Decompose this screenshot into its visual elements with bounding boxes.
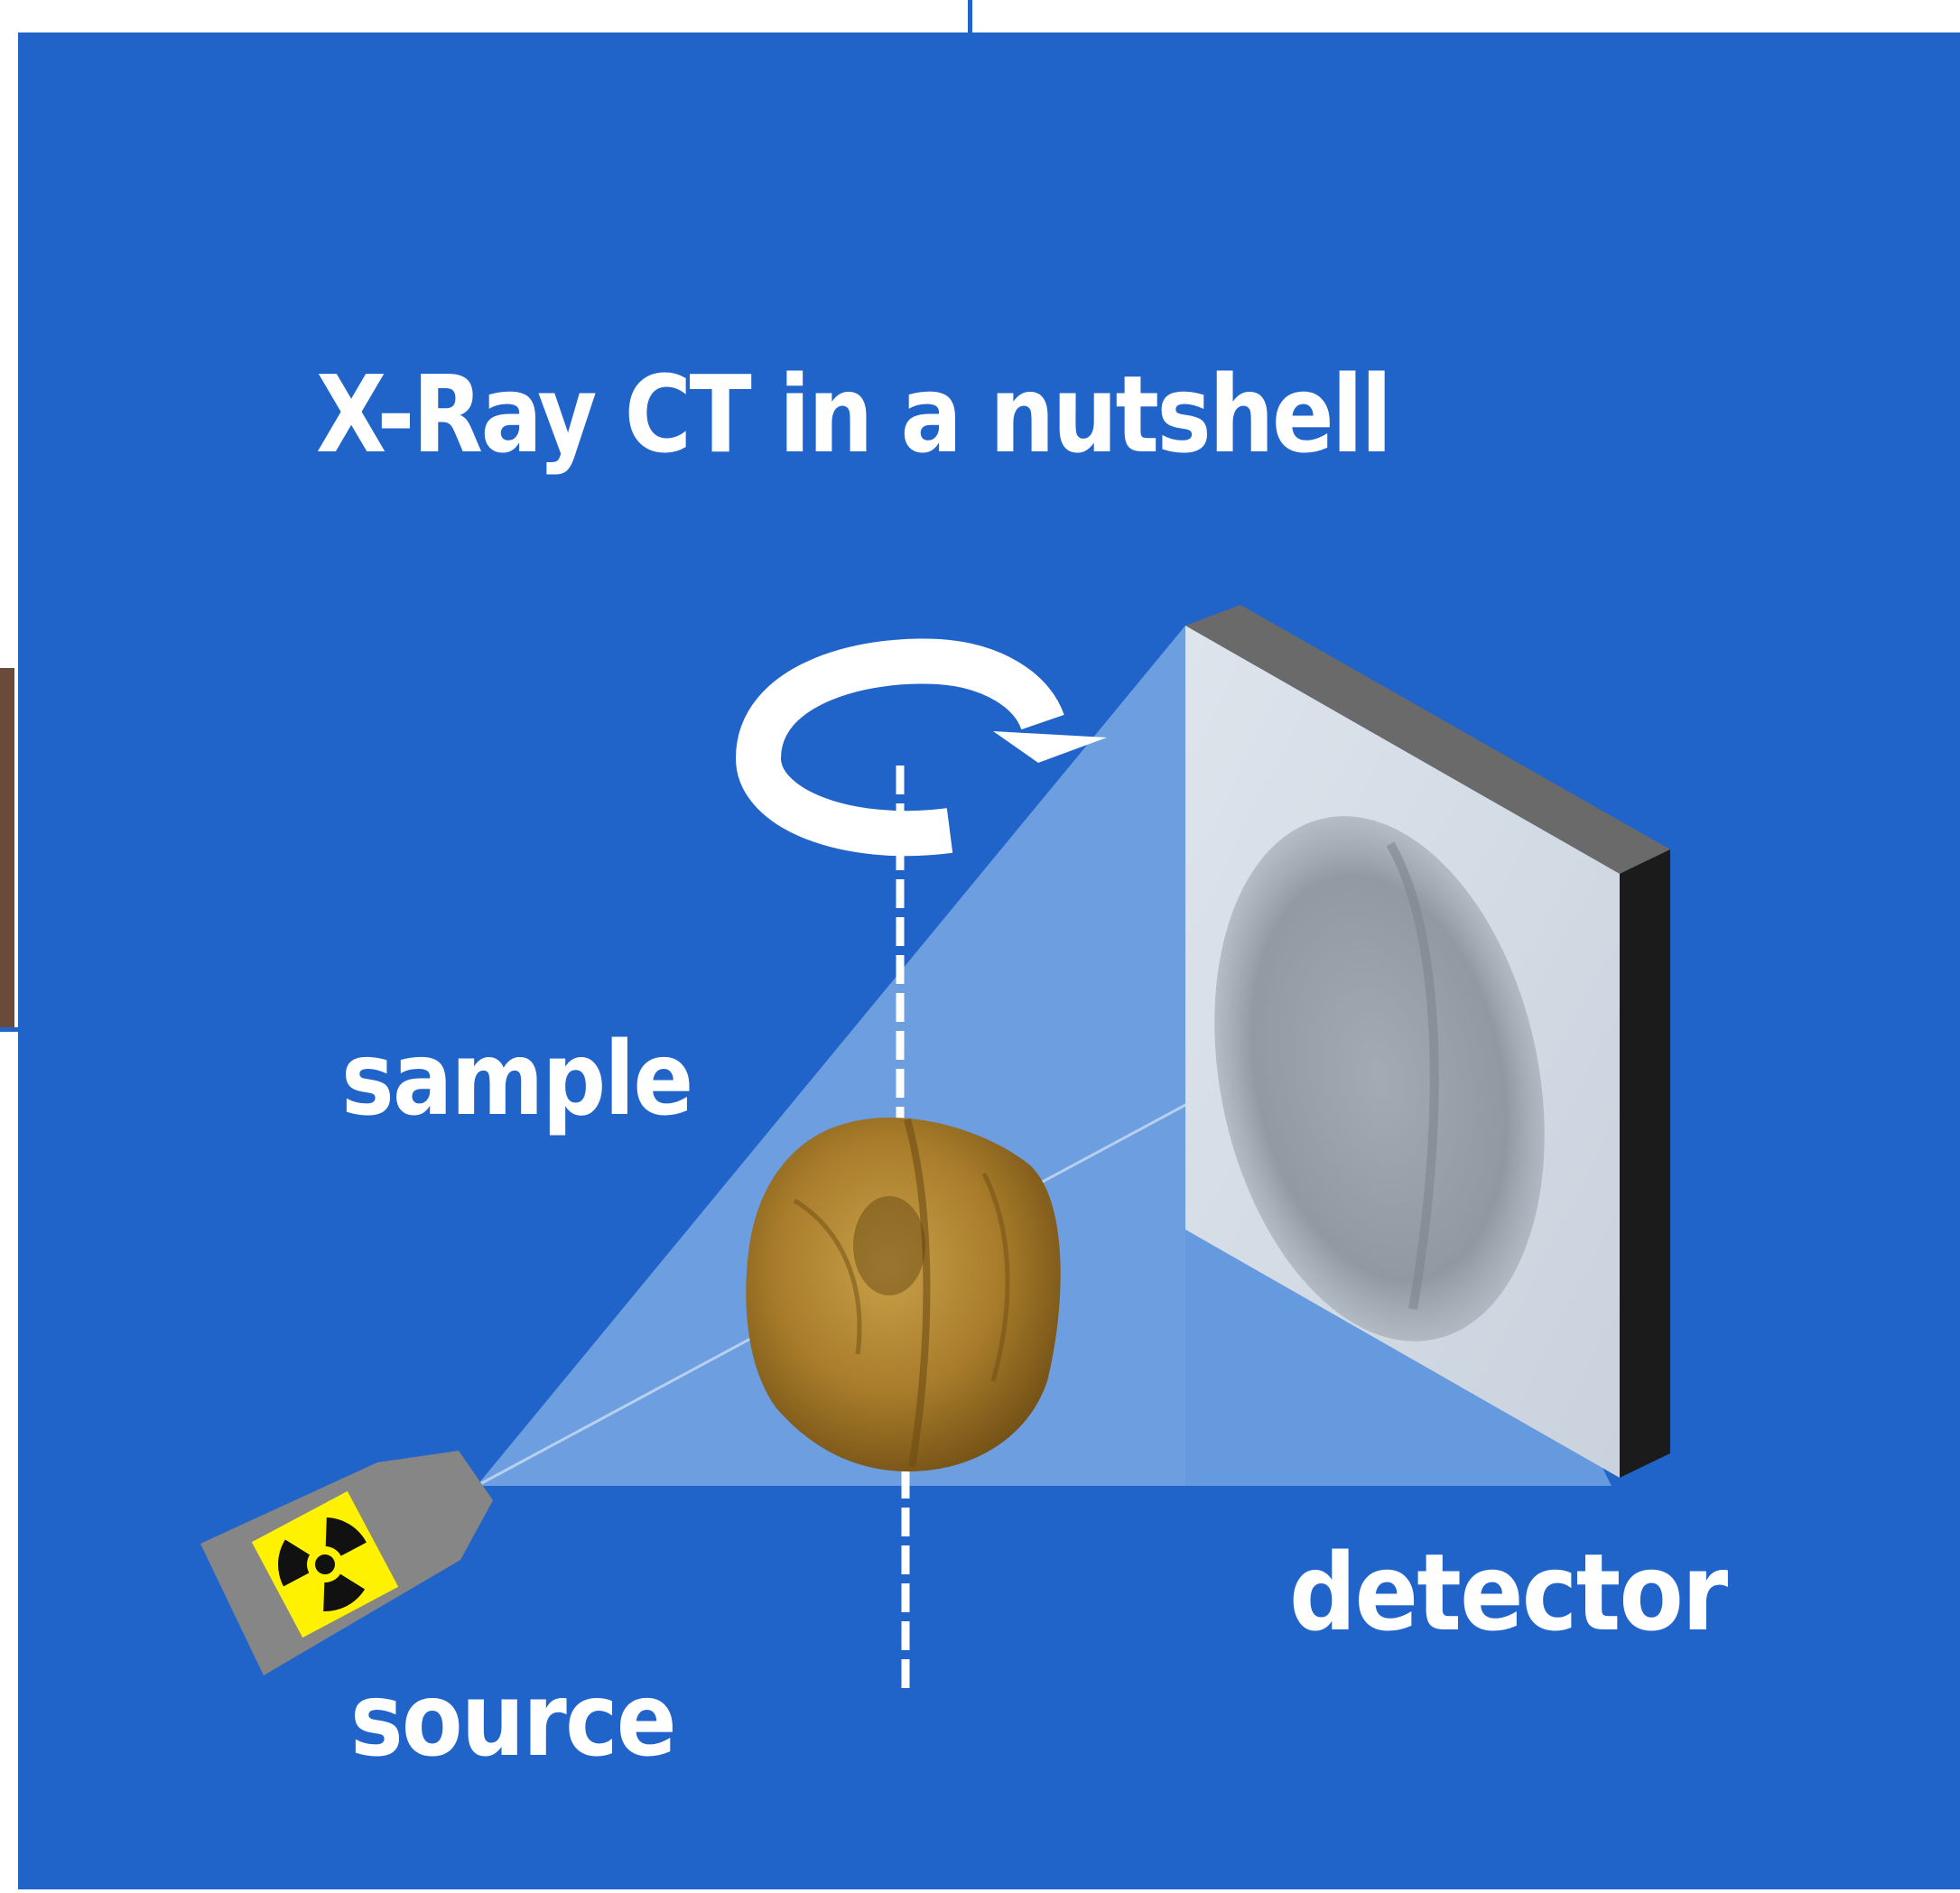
walnut-sample bbox=[746, 1117, 1061, 1472]
walnut-projection bbox=[1214, 816, 1545, 1341]
frame-divider bbox=[968, 0, 972, 32]
detector bbox=[1185, 605, 1670, 1478]
source-label: source bbox=[350, 1662, 677, 1779]
side-thumbnail bbox=[0, 668, 14, 1029]
xray-source bbox=[200, 1451, 493, 1675]
projection-seam bbox=[1386, 841, 1439, 1310]
detector-side bbox=[1620, 849, 1670, 1478]
diagram-title: X-Ray CT in a nutshell bbox=[316, 352, 1392, 477]
rotation-arrow-icon bbox=[735, 638, 1107, 857]
side-thumbnail-border bbox=[0, 1027, 18, 1032]
detector-top-edge bbox=[1185, 605, 1670, 874]
top-margin bbox=[0, 0, 1960, 32]
sample-label: sample bbox=[341, 1021, 693, 1138]
radiation-trefoil-icon bbox=[251, 1490, 399, 1638]
detector-label: detector bbox=[1289, 1530, 1728, 1655]
